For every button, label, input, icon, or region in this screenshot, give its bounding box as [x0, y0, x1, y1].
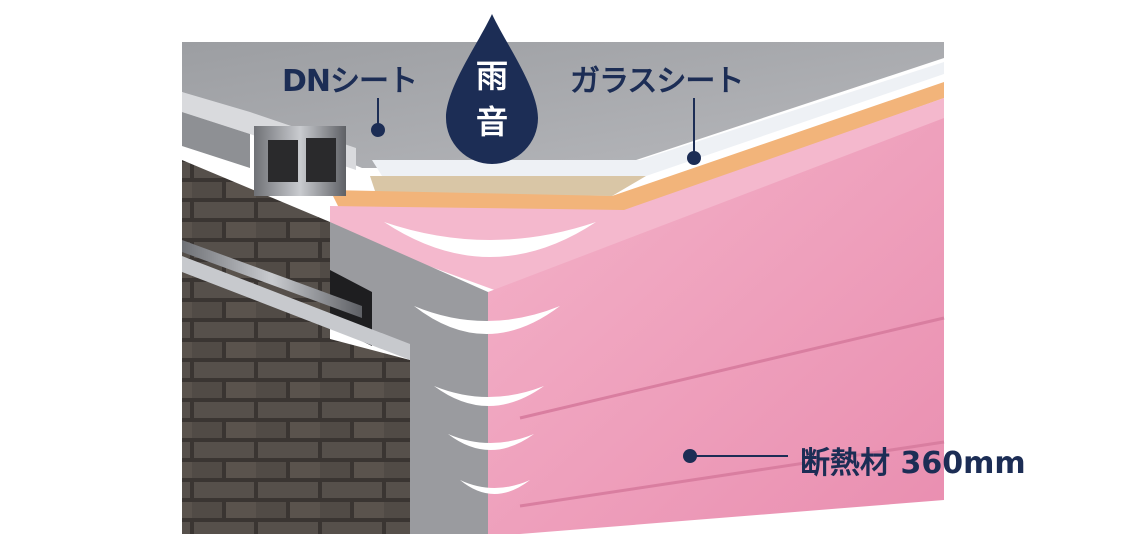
insulation-label: 断熱材 360mm: [800, 446, 1026, 481]
glass-sheet-label: ガラスシート: [570, 64, 744, 99]
brick-wall-lower: [182, 300, 410, 534]
glass-sheet-layer: [372, 62, 944, 176]
raindrop-icon: [446, 14, 538, 164]
sound-wave-arc: [384, 222, 596, 257]
sound-wave-arc: [448, 434, 534, 450]
osb-board: [370, 176, 646, 196]
insulation-seam: [519, 316, 945, 420]
sound-wave-arc: [414, 306, 560, 334]
dn-sheet-label: DNシート: [282, 64, 418, 99]
metal-flashing: [182, 240, 362, 318]
insulation-front-face: [488, 118, 944, 534]
raindrop-char-top: 雨: [475, 57, 508, 95]
aluminum-frame-slot: [306, 138, 336, 182]
metal-flashing: [182, 256, 410, 360]
wood-layer: [330, 82, 944, 212]
raindrop-char-bottom: 音: [475, 103, 508, 141]
parapet-cap-side: [182, 112, 250, 168]
insulation-seam: [519, 440, 945, 508]
sound-wave-arc: [434, 386, 544, 406]
sound-wave-arc: [460, 480, 530, 494]
aluminum-frame-slot: [268, 140, 298, 182]
roof-top-surface: [182, 42, 944, 168]
